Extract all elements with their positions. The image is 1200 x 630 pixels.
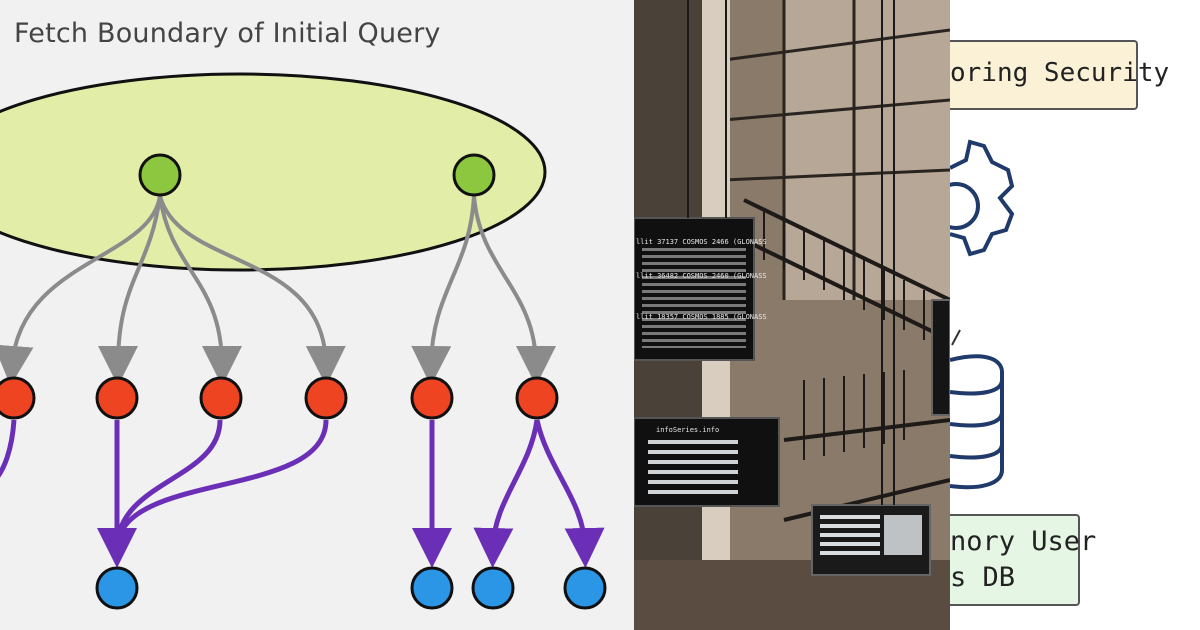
graph-title: Fetch Boundary of Initial Query [14, 18, 441, 49]
leaf-node-4 [563, 566, 607, 610]
memory-user-db-line-1: nory User [950, 526, 1097, 557]
gray-edges [0, 195, 556, 386]
memory-user-db-line-2: s DB [950, 562, 1016, 593]
purple-edges [0, 419, 605, 568]
leaf-node-3 [471, 566, 515, 610]
monitoring-security-box [950, 40, 1138, 110]
leaf-node-1 [95, 566, 139, 610]
stairwell-photo: llit 37137 COSMOS 2466 (GLONASS llit 364… [634, 0, 950, 630]
mid-node-6 [515, 376, 559, 420]
edge-root1-mid1 [0, 195, 162, 386]
graph-panel: Fetch Boundary of Initial Query [0, 0, 634, 630]
sketch-panel: oring Security nory User s DB [950, 0, 1200, 630]
monitor-1-data-rows [642, 248, 746, 348]
edge-mid4-leaf1 [114, 419, 329, 549]
monitor-2-header: infoSeries.info [656, 426, 720, 434]
root-node-2 [452, 153, 496, 197]
edge-mid6-leaf3 [473, 419, 540, 568]
mid-node-2 [95, 376, 139, 420]
monitor-1-line-1: llit 37137 COSMOS 2466 (GLONASS [636, 238, 767, 246]
edge-mid6-leaf4 [534, 419, 605, 568]
root-node-1 [138, 153, 182, 197]
mid-node-3 [199, 376, 243, 420]
mid-node-5 [410, 376, 454, 420]
database-icon [950, 354, 1004, 490]
memory-user-db-box [950, 514, 1080, 606]
edge-root1-mid4 [158, 195, 346, 386]
mid-node-1 [0, 376, 36, 420]
edge-root2-mid6 [472, 195, 556, 386]
leaf-node-2 [410, 566, 454, 610]
fetch-boundary-ellipse [0, 72, 547, 272]
edge-root2-mid5 [411, 195, 476, 386]
sketch-drawing [950, 139, 1015, 490]
monitor-4 [931, 299, 950, 416]
edge-root1-mid2 [98, 195, 162, 386]
monitoring-security-label: oring Security [950, 58, 1170, 88]
edge-mid1-off [0, 419, 17, 478]
graph-diagram [0, 72, 607, 610]
edge-root1-mid3 [158, 195, 242, 386]
gear-icon [950, 139, 1015, 257]
mid-node-4 [304, 376, 348, 420]
edge-mid3-leaf1 [114, 419, 223, 549]
